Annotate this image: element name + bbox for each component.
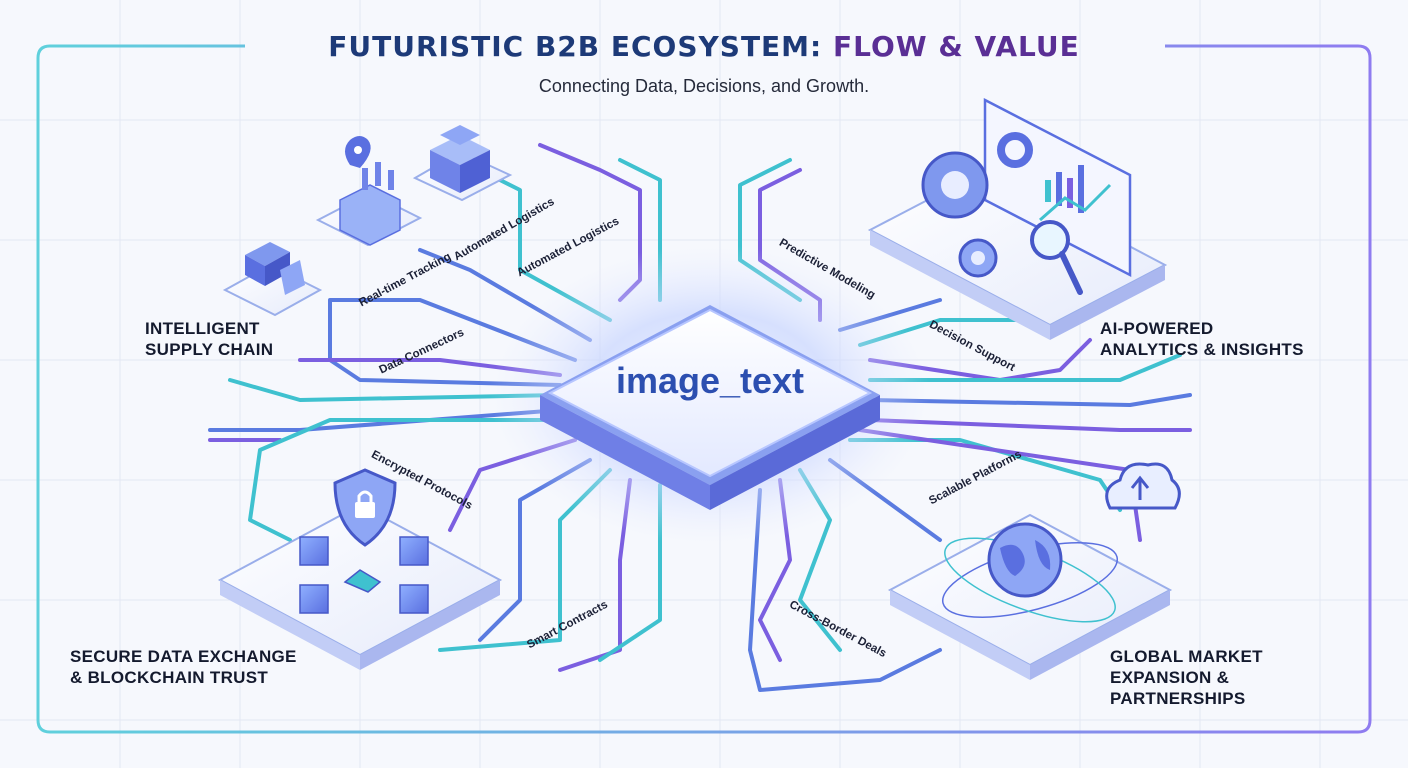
title-accent: FLOW & VALUE xyxy=(832,30,1080,63)
shield-lock-icon xyxy=(333,468,397,547)
section-supply-chain-line: SUPPLY CHAIN xyxy=(145,340,274,359)
supply-chain-platform xyxy=(222,125,513,317)
global-market-platform xyxy=(887,462,1181,680)
truck-icon xyxy=(245,242,305,295)
section-secure-exchange-line: & BLOCKCHAIN TRUST xyxy=(70,668,269,687)
section-global-market-line: GLOBAL MARKET xyxy=(1110,647,1263,666)
section-global-market-line: EXPANSION & xyxy=(1110,668,1230,687)
location-pin-icon xyxy=(345,136,371,168)
warehouse-icon xyxy=(430,125,490,193)
section-analytics: AI-POWERED ANALYTICS & INSIGHTS xyxy=(1100,318,1304,360)
dashboard-icon xyxy=(983,97,1132,278)
secure-exchange-platform xyxy=(217,468,503,670)
page-title: FUTURISTIC B2B ECOSYSTEM: FLOW & VALUE xyxy=(0,30,1408,63)
page-subtitle: Connecting Data, Decisions, and Growth. xyxy=(538,76,870,96)
section-analytics-line: AI-POWERED xyxy=(1100,319,1214,338)
magnifier-icon xyxy=(1030,220,1083,295)
hub-label: image_text xyxy=(615,360,805,401)
cloud-upload-icon xyxy=(1105,462,1181,510)
section-global-market: GLOBAL MARKET EXPANSION & PARTNERSHIPS xyxy=(1110,646,1263,709)
section-supply-chain: INTELLIGENT SUPPLY CHAIN xyxy=(145,318,273,360)
gear-icon xyxy=(921,151,998,278)
factory-icon xyxy=(339,162,401,246)
title-main: FUTURISTIC B2B ECOSYSTEM: xyxy=(328,30,833,63)
globe-icon xyxy=(941,522,1119,623)
blockchain-cubes xyxy=(299,536,429,614)
section-supply-chain-line: INTELLIGENT xyxy=(145,319,260,338)
analytics-platform xyxy=(867,97,1168,340)
handshake-icon xyxy=(343,569,382,593)
section-global-market-line: PARTNERSHIPS xyxy=(1110,689,1246,708)
central-hub xyxy=(490,245,930,545)
section-secure-exchange-line: SECURE DATA EXCHANGE xyxy=(70,647,297,666)
section-analytics-line: ANALYTICS & INSIGHTS xyxy=(1100,340,1304,359)
outer-frame xyxy=(36,44,1372,734)
section-secure-exchange: SECURE DATA EXCHANGE & BLOCKCHAIN TRUST xyxy=(70,646,297,688)
